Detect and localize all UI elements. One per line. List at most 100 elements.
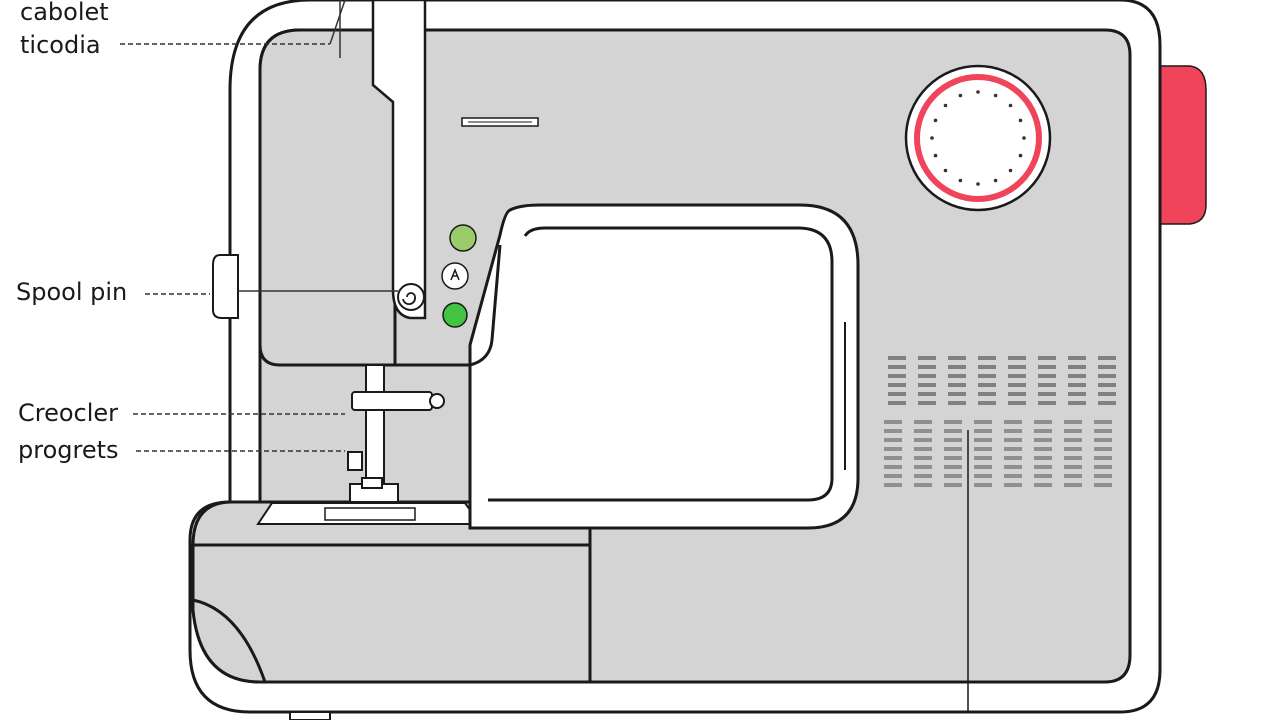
stitch-chart-mark xyxy=(1034,465,1052,469)
stitch-chart-mark xyxy=(1004,429,1022,433)
base-foot xyxy=(289,711,331,720)
stitch-chart-mark xyxy=(888,383,906,387)
stitch-chart-mark xyxy=(1098,356,1116,360)
stitch-chart-mark xyxy=(914,465,932,469)
stitch-chart-mark xyxy=(914,474,932,478)
stitch-chart-mark xyxy=(944,420,962,424)
spool-holder-tab xyxy=(212,254,239,319)
stitch-chart-mark xyxy=(918,392,936,396)
stitch-chart-mark xyxy=(1008,356,1026,360)
stitch-chart-mark xyxy=(974,483,992,487)
stitch-chart-mark xyxy=(978,392,996,396)
stitch-chart-mark xyxy=(914,483,932,487)
stitch-chart-mark xyxy=(1094,420,1112,424)
stitch-chart-mark xyxy=(948,392,966,396)
stitch-chart-mark xyxy=(884,456,902,460)
stitch-chart-mark xyxy=(1094,456,1112,460)
stitch-chart-mark xyxy=(918,401,936,405)
dial-tick xyxy=(1018,153,1023,158)
label-creocler: Creocler xyxy=(18,399,119,427)
label-spool-pin: Spool pin xyxy=(16,278,128,306)
stitch-chart-mark xyxy=(1094,447,1112,451)
stitch-chart-mark xyxy=(944,429,962,433)
stitch-chart-mark xyxy=(914,429,932,433)
stitch-chart-mark xyxy=(1068,383,1086,387)
stitch-chart-mark xyxy=(888,374,906,378)
stitch-chart-mark xyxy=(978,374,996,378)
stitch-chart-mark xyxy=(1004,474,1022,478)
stitch-chart-mark xyxy=(944,465,962,469)
thread-takeup-lever xyxy=(371,0,427,320)
thread-guide-spiral xyxy=(397,283,425,311)
stitch-chart-mark xyxy=(1068,374,1086,378)
dial-tick xyxy=(1008,168,1013,173)
dial-tick xyxy=(1008,103,1013,108)
stitch-chart-mark xyxy=(888,365,906,369)
stitch-chart-mark xyxy=(974,447,992,451)
stitch-chart-mark xyxy=(1008,374,1026,378)
stitch-chart-mark xyxy=(1004,456,1022,460)
stitch-chart-mark xyxy=(884,420,902,424)
stitch-chart-mark xyxy=(884,465,902,469)
stitch-chart-mark xyxy=(884,429,902,433)
stitch-chart-mark xyxy=(978,356,996,360)
stitch-chart-mark xyxy=(918,356,936,360)
stitch-chart-mark xyxy=(888,401,906,405)
stitch-chart-mark xyxy=(1038,356,1056,360)
stitch-chart-mark xyxy=(974,465,992,469)
label-progrets: progrets xyxy=(18,436,119,464)
dial-tick xyxy=(943,168,948,173)
dial-tick xyxy=(943,103,948,108)
stitch-chart-mark xyxy=(944,447,962,451)
stitch-chart-mark xyxy=(1004,465,1022,469)
stitch-chart-mark xyxy=(978,401,996,405)
stitch-chart-mark xyxy=(1038,383,1056,387)
stitch-chart-mark xyxy=(1038,401,1056,405)
stitch-chart-mark xyxy=(944,474,962,478)
stitch-chart-mark xyxy=(1068,356,1086,360)
stitch-chart-mark xyxy=(1064,429,1082,433)
stitch-chart-mark xyxy=(1038,374,1056,378)
stitch-chart-mark xyxy=(1094,474,1112,478)
stitch-chart-mark xyxy=(1094,438,1112,442)
stitch-chart-mark xyxy=(974,456,992,460)
stitch-chart-mark xyxy=(918,374,936,378)
arm-opening xyxy=(468,203,860,530)
stitch-chart-mark xyxy=(978,365,996,369)
stitch-chart-mark xyxy=(974,474,992,478)
pattern-dial[interactable] xyxy=(904,64,1052,212)
stitch-chart-mark xyxy=(944,456,962,460)
stitch-chart-mark xyxy=(884,447,902,451)
label-top-1: cabolet xyxy=(20,0,109,26)
stitch-symbol-button[interactable] xyxy=(441,262,469,290)
dial-tick xyxy=(933,153,938,158)
dial-tick xyxy=(930,136,934,140)
stitch-chart-mark xyxy=(1098,383,1116,387)
stitch-chart-mark xyxy=(1004,483,1022,487)
stitch-chart-mark xyxy=(948,401,966,405)
stitch-chart-mark xyxy=(1008,392,1026,396)
dial-tick xyxy=(1022,136,1026,140)
stitch-chart-mark xyxy=(1038,365,1056,369)
green-button-top[interactable] xyxy=(449,224,477,252)
stitch-chart-mark xyxy=(1064,456,1082,460)
stitch-chart-mark xyxy=(1034,483,1052,487)
stitch-chart-mark xyxy=(918,383,936,387)
stitch-chart-mark xyxy=(884,438,902,442)
stitch-chart-mark xyxy=(888,392,906,396)
stitch-chart-mark xyxy=(1034,438,1052,442)
dial-tick xyxy=(993,93,998,98)
stitch-chart-mark xyxy=(1064,483,1082,487)
dial-tick xyxy=(933,118,938,123)
handwheel xyxy=(1159,65,1207,225)
label-top-2: ticodia xyxy=(20,31,101,59)
stitch-chart-mark xyxy=(1034,420,1052,424)
stitch-chart-mark xyxy=(1064,465,1082,469)
stitch-chart-mark xyxy=(884,474,902,478)
stitch-chart-mark xyxy=(888,356,906,360)
stitch-chart-mark xyxy=(1098,365,1116,369)
needle-assembly xyxy=(347,364,445,503)
green-button-bottom[interactable] xyxy=(442,302,468,328)
stitch-chart-mark xyxy=(1098,401,1116,405)
stitch-chart-mark xyxy=(948,374,966,378)
